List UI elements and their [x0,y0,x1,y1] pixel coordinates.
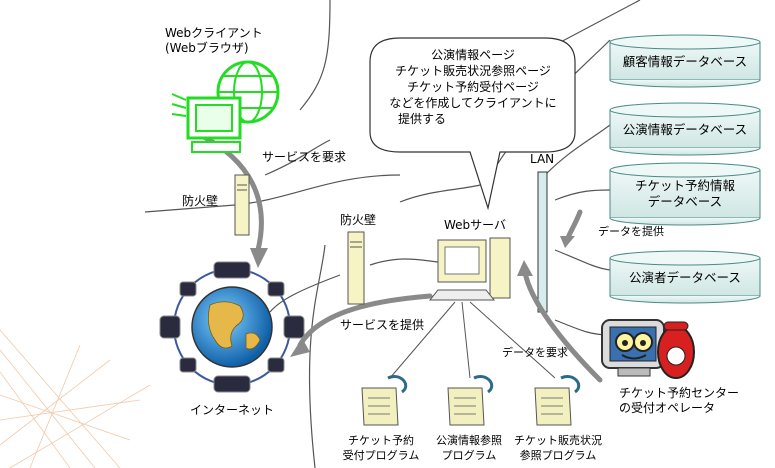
db-customer-label: 顧客情報データベース [622,54,748,69]
web-server-icon [428,237,511,301]
database-customer [609,34,761,88]
operator-icon [601,319,695,379]
program-scroll-3-icon [534,375,581,426]
program-3-label-line1: チケット販売状況 [514,434,602,447]
program-links [389,301,556,379]
firewall-center-label: 防火壁 [340,213,377,227]
database-performance [609,102,761,156]
internet-globe-icon [159,261,305,393]
callout-line-4: などを作成してクライアントに [389,96,557,110]
callout-line-1: 公演情報ページ [431,48,515,62]
operator-label-line1: チケット予約センター [619,386,740,400]
program-1-label-line2: 受付プログラム [342,449,420,462]
database-reservation [609,162,761,226]
callout-line-2: チケット販売状況参照ページ [395,64,551,78]
callout-line-3: チケット予約受付ページ [407,80,539,94]
program-scroll-2-icon [447,375,494,426]
internet-label: インターネット [190,403,275,417]
callout-bubble [369,37,576,211]
db-performance-label: 公演情報データベース [622,122,748,137]
program-2-label-line1: 公演情報参照 [436,434,502,447]
firewall-left-label: 防火壁 [182,194,219,208]
firewall-left-icon [234,174,250,236]
lan-bar [537,171,548,313]
callout-line-5: 提供する [398,112,447,126]
db-reservation-label-line1: チケット予約情報 [634,178,735,193]
request-data-label: データを要求 [502,346,568,359]
program-scroll-1-icon [361,375,408,426]
client-label-line1: Webクライアント [165,26,263,40]
operator-label-line2: の受付オペレータ [619,401,716,415]
web-client-computer-icon [171,60,280,153]
db-reservation-label-line2: データベース [647,194,723,209]
arrow-heads [250,236,575,357]
program-3-label-line2: 参照プログラム [519,449,597,462]
database-performer [609,250,761,304]
client-label-line2: (Webブラウザ) [165,41,249,55]
db-performer-label: 公演者データベース [629,270,741,285]
request-service-label: サービスを要求 [262,150,347,164]
provide-service-label: サービスを提供 [340,318,425,332]
web-server-label: Webサーバ [444,218,507,232]
lan-label: LAN [530,152,555,166]
decorative-fan-lines [0,329,151,468]
program-2-label-line2: プログラム [441,449,497,462]
network-lines [144,0,641,468]
firewall-center-icon [347,231,365,305]
provide-data-label: データを提供 [598,225,664,238]
program-1-label-line1: チケット予約 [348,434,414,447]
